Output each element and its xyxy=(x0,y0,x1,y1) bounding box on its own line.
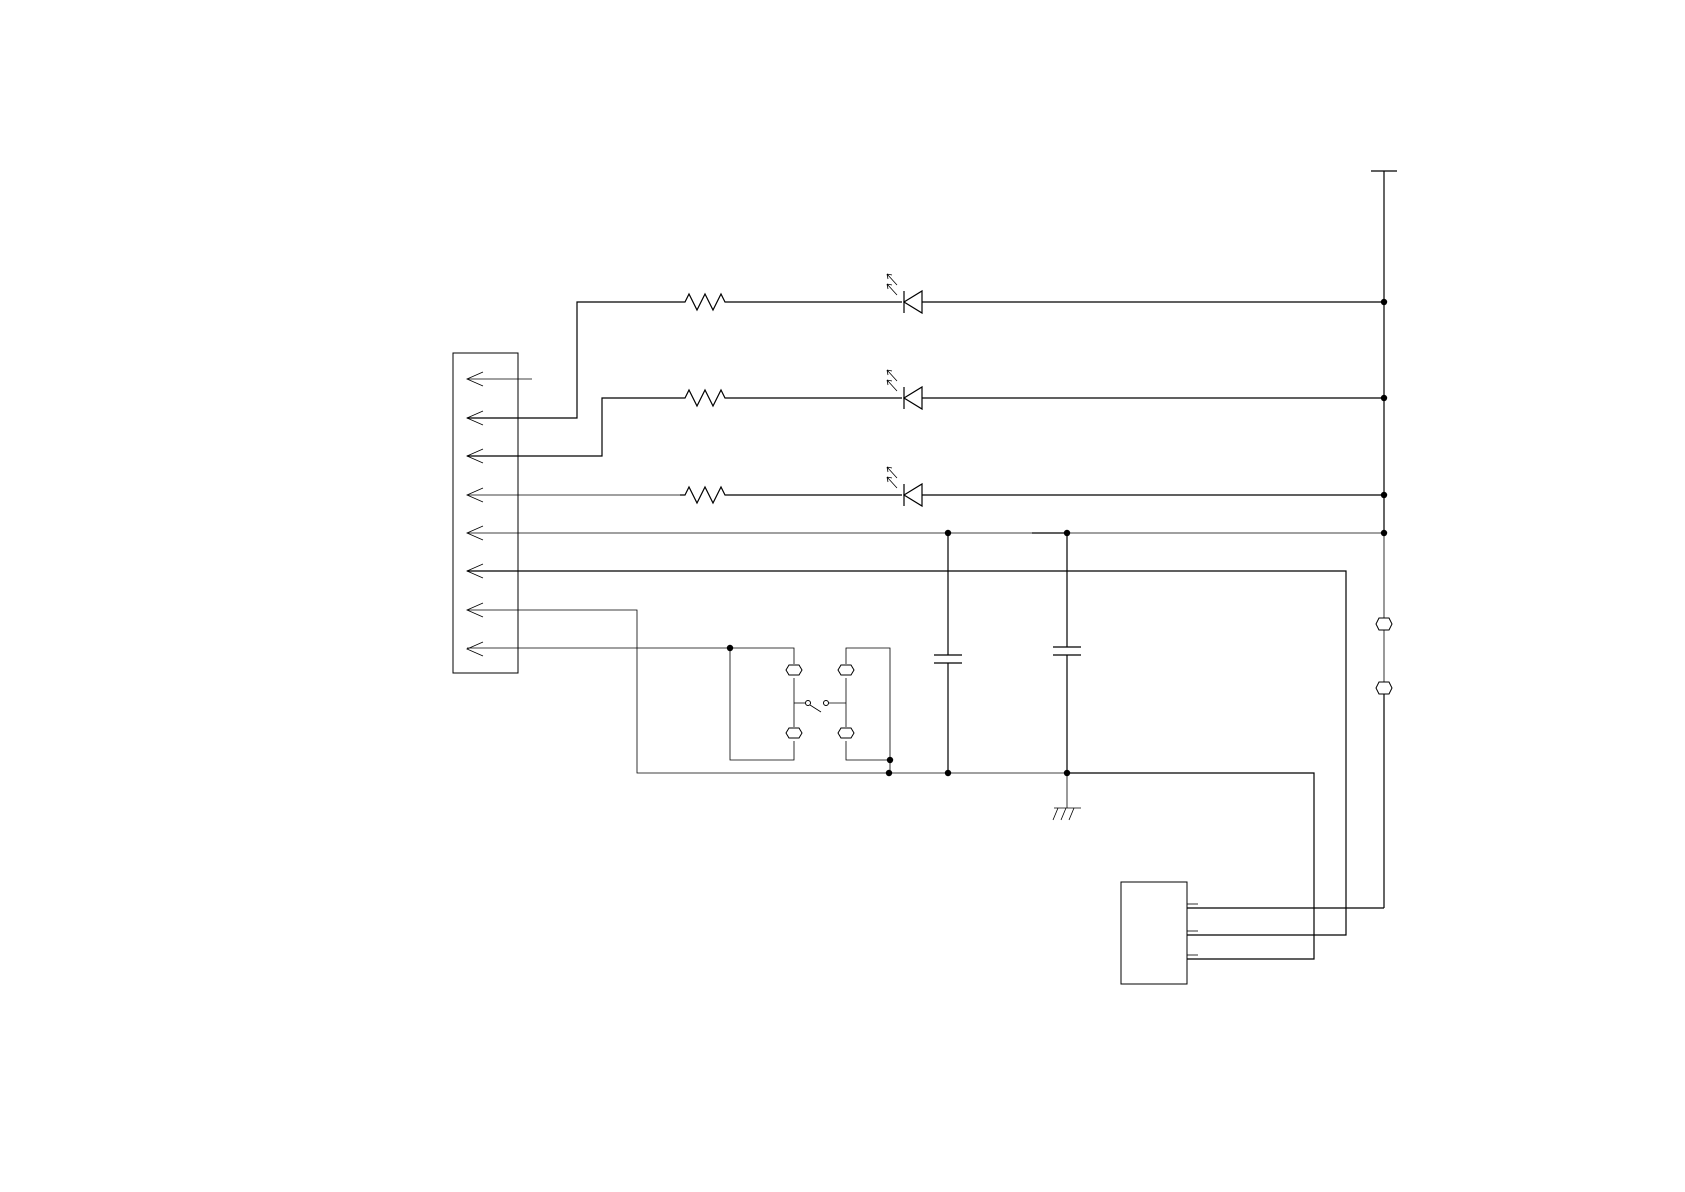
module-body xyxy=(1121,882,1187,984)
led-branch-3 xyxy=(467,467,1387,506)
switch-pivot-right xyxy=(824,701,829,706)
led-1 xyxy=(887,274,922,313)
resistor-3 xyxy=(680,487,730,503)
switch-assembly xyxy=(467,645,893,773)
junction-rail-3 xyxy=(1381,492,1387,498)
switch-terminal-4 xyxy=(838,728,854,738)
ground-symbol xyxy=(1053,808,1081,820)
wire-pin6-module xyxy=(467,571,1346,935)
switch-terminal-3 xyxy=(838,665,854,675)
switch-left-top xyxy=(730,648,794,664)
switch-right-loop xyxy=(846,741,890,760)
switch-terminal-2 xyxy=(786,728,802,738)
module xyxy=(1121,882,1384,984)
junction-switch-ground xyxy=(886,770,892,776)
resistor-1 xyxy=(680,294,730,310)
wire-pin7-ground xyxy=(467,610,889,773)
capacitor-1 xyxy=(934,533,962,773)
switch-terminal-1 xyxy=(786,665,802,675)
led-3 xyxy=(887,467,922,506)
connector-body xyxy=(453,353,518,673)
junction-rail-1 xyxy=(1381,299,1387,305)
led-branch-2 xyxy=(467,370,1387,456)
switch-pivot-left xyxy=(806,701,811,706)
led-branch-1 xyxy=(467,274,1387,418)
capacitor-2 xyxy=(1053,533,1081,773)
supply-line xyxy=(467,530,1387,536)
terminal-lower xyxy=(1376,682,1392,694)
resistor-2 xyxy=(680,390,730,406)
connector-block xyxy=(453,353,532,673)
ground-bus xyxy=(886,770,1314,959)
switch-left-loop xyxy=(730,648,794,760)
junction-rail-2 xyxy=(1381,395,1387,401)
junction-c1-bottom xyxy=(945,770,951,776)
junction-rail-4 xyxy=(1381,530,1387,536)
switch-lever xyxy=(810,705,821,712)
led-2 xyxy=(887,370,922,409)
switch-right-top xyxy=(846,648,890,760)
terminal-upper xyxy=(1376,618,1392,630)
power-rail xyxy=(1371,171,1397,908)
